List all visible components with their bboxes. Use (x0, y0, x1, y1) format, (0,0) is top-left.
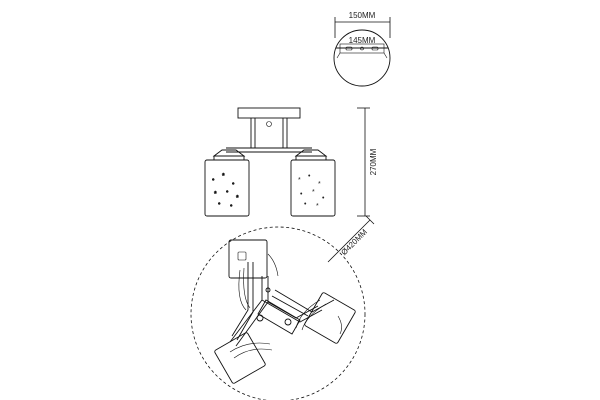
svg-text:•: • (300, 191, 303, 198)
svg-text:*: * (236, 195, 239, 202)
side-elevation: • * • * • * • • * • * • * • • * 270MM (204, 107, 378, 217)
diameter-label: Ø420MM (339, 227, 369, 257)
height-label: 270MM (369, 148, 378, 175)
svg-text:*: * (312, 189, 315, 196)
svg-text:•: • (212, 177, 215, 184)
plan-view: Ø420MM (190, 215, 375, 400)
svg-text:•: • (230, 203, 233, 210)
svg-text:•: • (226, 189, 229, 196)
svg-text:*: * (318, 181, 321, 188)
canopy-width-label: 150MM (349, 11, 376, 20)
canopy-top-view: 150MM 145MM (333, 11, 391, 87)
svg-text:*: * (214, 191, 217, 198)
svg-text:•: • (308, 173, 311, 180)
canopy-plate-width-label: 145MM (349, 36, 376, 45)
svg-text:•: • (232, 181, 235, 188)
svg-text:*: * (222, 173, 225, 180)
svg-text:*: * (298, 177, 301, 184)
svg-text:•: • (218, 201, 221, 208)
diameter-circle (190, 226, 366, 400)
svg-text:•: • (304, 201, 307, 208)
svg-text:•: • (322, 195, 325, 202)
svg-text:*: * (316, 203, 319, 210)
